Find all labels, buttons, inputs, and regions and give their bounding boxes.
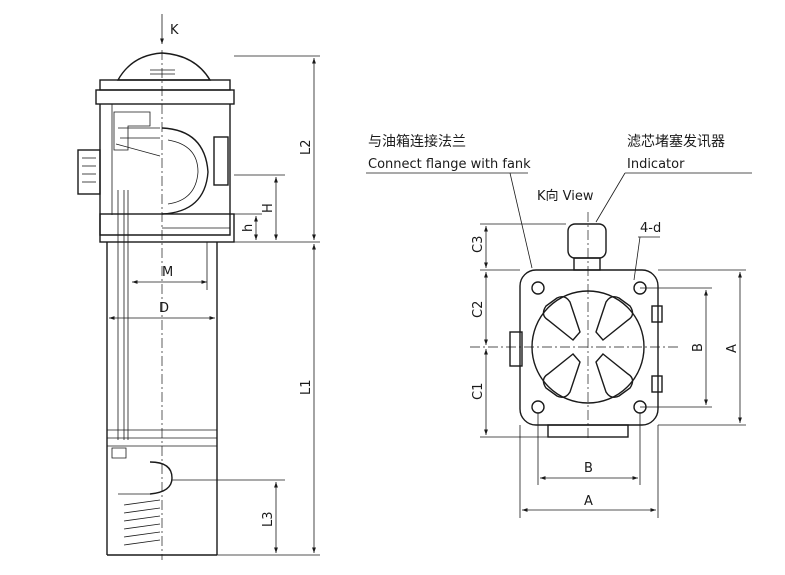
- side-boss: [213, 136, 229, 186]
- dome-cap: [116, 52, 212, 81]
- M-label: M: [162, 265, 173, 280]
- h-small-label: h: [241, 224, 256, 232]
- cap-disc: [531, 290, 645, 404]
- head-bottom-flange: [99, 213, 235, 243]
- right-tab-top: [651, 305, 663, 323]
- indicator-leader: [595, 172, 626, 223]
- l2-label: L2: [299, 139, 314, 155]
- l3-label: L3: [261, 511, 276, 527]
- outlet-inner: [167, 139, 199, 205]
- D-label: D: [159, 301, 169, 316]
- indicator-caption-en: Indicator: [627, 157, 685, 172]
- internal-seat: [113, 111, 151, 151]
- H-label: H: [261, 203, 276, 213]
- left-boss: [509, 331, 523, 367]
- head-flange-top: [95, 89, 235, 105]
- b-right-label: B: [691, 343, 706, 352]
- c1-label: C1: [471, 383, 486, 400]
- l1-label: L1: [299, 379, 314, 395]
- c2-label: C2: [471, 301, 486, 318]
- hole-leader: [633, 236, 641, 281]
- side-view: K: [77, 14, 320, 560]
- c3-label: C3: [471, 236, 486, 253]
- head-body: [99, 104, 231, 236]
- flange-caption-en: Connect flange with fank: [368, 157, 531, 172]
- cap-rim: [99, 79, 231, 91]
- a-bottom-label: A: [584, 494, 593, 509]
- indicator-neck: [573, 257, 601, 271]
- hole-label: 4-d: [640, 221, 661, 236]
- k-label: K: [170, 23, 179, 38]
- lower-seal: [111, 447, 127, 459]
- right-tab-bottom: [651, 375, 663, 393]
- a-right-label: A: [725, 344, 740, 353]
- k-view-label: K向 View: [537, 188, 594, 204]
- cap-grip-vanes: [542, 295, 634, 399]
- bolt-hole-bl: [531, 400, 545, 414]
- bolt-hole-tl: [531, 281, 545, 295]
- outlet-opening: [161, 127, 209, 215]
- flange-leader: [509, 172, 533, 269]
- b-bottom-label: B: [584, 461, 593, 476]
- bottom-spring: [123, 499, 161, 546]
- top-view: 与油箱连接法兰 Connect flange with fank 滤芯堵塞发讯器…: [366, 133, 752, 518]
- internal-lines: [115, 127, 161, 157]
- indicator-caption-cn: 滤芯堵塞发讯器: [627, 133, 725, 150]
- left-port: [77, 149, 101, 195]
- flange-caption-cn: 与油箱连接法兰: [368, 133, 466, 150]
- indicator-body: [567, 223, 607, 259]
- bottom-outlet: [149, 461, 173, 495]
